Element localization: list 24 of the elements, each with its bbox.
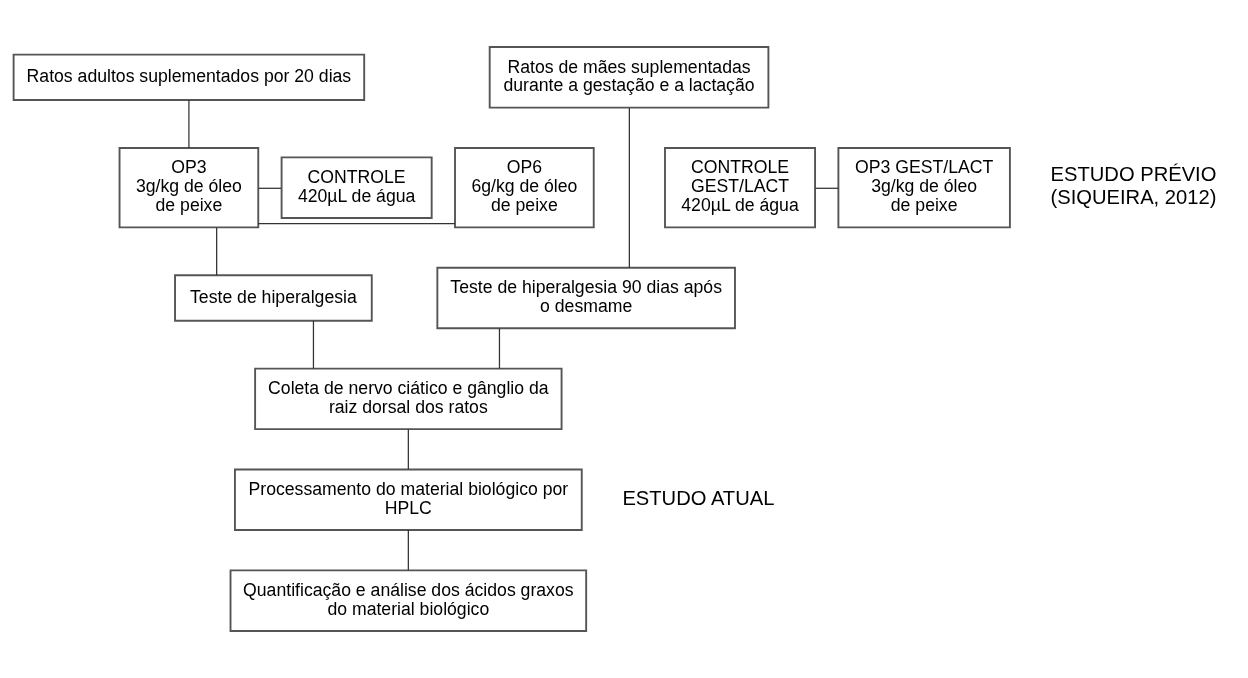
label: ESTUDO ATUAL: [622, 486, 775, 509]
node-box: Ratos de mães suplementadas durante a gestação e a lactação: [488, 46, 770, 109]
node-box: OP3 GEST/LACT 3g/kg de óleo de peixe: [837, 147, 1011, 229]
node-box: OP6 6g/kg de óleo de peixe: [454, 147, 595, 229]
node-box: CONTROLE GEST/LACT 420µL de água: [664, 147, 816, 229]
node-box: CONTROLE 420µL de água: [280, 156, 433, 219]
node-box: Teste de hiperalgesia: [174, 274, 373, 322]
connector: [257, 223, 456, 225]
connector: [258, 187, 282, 189]
connector: [814, 187, 839, 189]
node-box: OP3 3g/kg de óleo de peixe: [118, 147, 260, 229]
connector: [407, 428, 409, 470]
node-box: Coleta de nervo ciático e gânglio da raiz dorsal dos ratos: [254, 367, 563, 431]
node-box: Ratos adultos suplementados por 20 dias: [12, 53, 366, 101]
connector: [628, 107, 630, 269]
node-box: Teste de hiperalgesia 90 dias após o desmame: [436, 266, 736, 330]
node-box: Processamento do material biológico por HPLC: [234, 468, 583, 531]
label: ESTUDO PRÉVIO (SIQUEIRA, 2012): [1050, 163, 1217, 208]
connector: [407, 529, 409, 571]
connector: [188, 99, 190, 149]
node-box: Quantificação e análise dos ácidos graxos do material biológico: [229, 569, 588, 632]
connector: [498, 327, 501, 369]
connector: [312, 320, 315, 370]
connector: [216, 226, 218, 276]
